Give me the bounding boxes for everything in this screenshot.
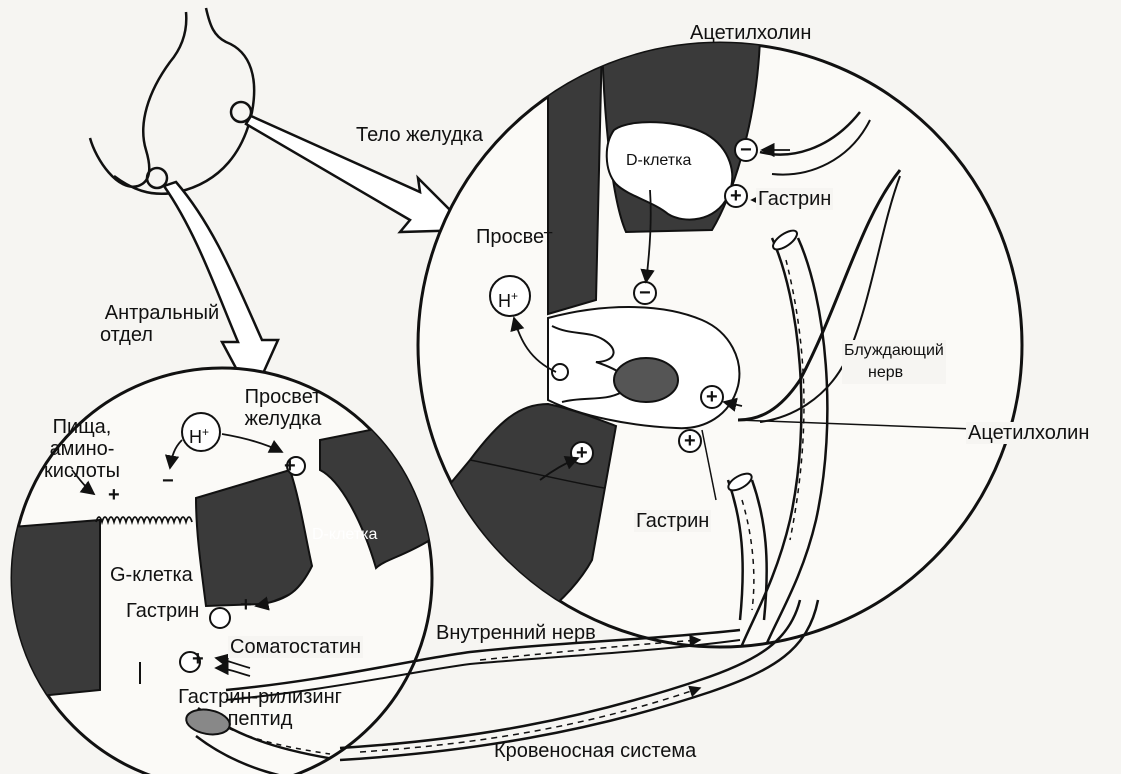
label-food-amino-acids: Пища, амино- кислоты <box>32 416 132 482</box>
label-antral-line1: Антральный <box>92 302 232 324</box>
label-grp: Гастрин-рилизинг пептид <box>160 686 360 730</box>
stomach-outline <box>90 8 254 194</box>
label-stomach-body: Тело желудка <box>356 124 483 146</box>
label-enteric-nerve: Внутренний нерв <box>436 622 596 644</box>
plus-sign-gastrin-top: + <box>730 185 742 207</box>
label-gastrin-body-lower: Гастрин <box>634 510 711 532</box>
h-plus-label-antrum: H+ <box>189 421 209 448</box>
minus-sign-d-cell-body: − <box>639 282 651 304</box>
plus-sign-gastrin-body: + <box>684 430 696 452</box>
plus-sign-grp: + <box>192 648 204 670</box>
label-acetylcholine-top: Ацетилхолин <box>690 22 811 44</box>
label-gastrin-top: Гастрин <box>756 188 833 210</box>
label-grp-line1: Гастрин-рилизинг <box>160 686 360 708</box>
label-food-line3: кислоты <box>32 460 132 482</box>
label-somatostatin: Соматостатин <box>228 636 363 658</box>
plus-superscript-antrum: + <box>202 425 209 439</box>
label-gastric-lumen: Просвет желудка <box>228 386 338 430</box>
label-g-cell: G-клетка <box>110 564 193 586</box>
plus-sign-food: + <box>108 484 120 506</box>
plus-sign-lumen-antrum: + <box>284 455 296 477</box>
label-blood-system: Кровеносная система <box>494 740 696 762</box>
h-letter-body: H <box>498 291 511 311</box>
label-vagus-line1: Блуждающий <box>844 340 944 362</box>
minus-sign-h-plus-antrum: − <box>162 470 174 492</box>
label-antral-line2: отдел <box>92 324 232 346</box>
label-food-line1: Пища, <box>32 416 132 438</box>
label-antral-section: Антральный отдел <box>92 302 232 346</box>
label-d-cell-antrum: D-клетка <box>312 524 377 546</box>
arrow-to-antrum <box>164 182 278 398</box>
label-vagus-nerve: Блуждающий нерв <box>842 340 946 384</box>
label-gastric-lumen-line1: Просвет <box>228 386 338 408</box>
label-lumen-body: Просвет <box>476 226 553 248</box>
plus-sign-acetylcholine-right: + <box>706 386 718 408</box>
plus-superscript-body: + <box>511 289 518 303</box>
label-gastrin-antrum: Гастрин <box>126 600 199 622</box>
h-letter-antrum: H <box>189 427 202 447</box>
plus-sign-somatostatin: + <box>240 594 252 616</box>
label-grp-line2: пептид <box>160 708 360 730</box>
label-gastric-lumen-line2: желудка <box>228 408 338 430</box>
plus-sign-lower-cell: + <box>576 442 588 464</box>
label-vagus-line2: нерв <box>844 362 944 384</box>
label-acetylcholine-right: Ацетилхолин <box>966 422 1091 444</box>
minus-sign-acetylcholine-top: − <box>740 139 752 161</box>
h-plus-label-body: H+ <box>498 285 518 312</box>
label-d-cell-body: D-клетка <box>626 150 691 172</box>
label-food-line2: амино- <box>32 438 132 460</box>
